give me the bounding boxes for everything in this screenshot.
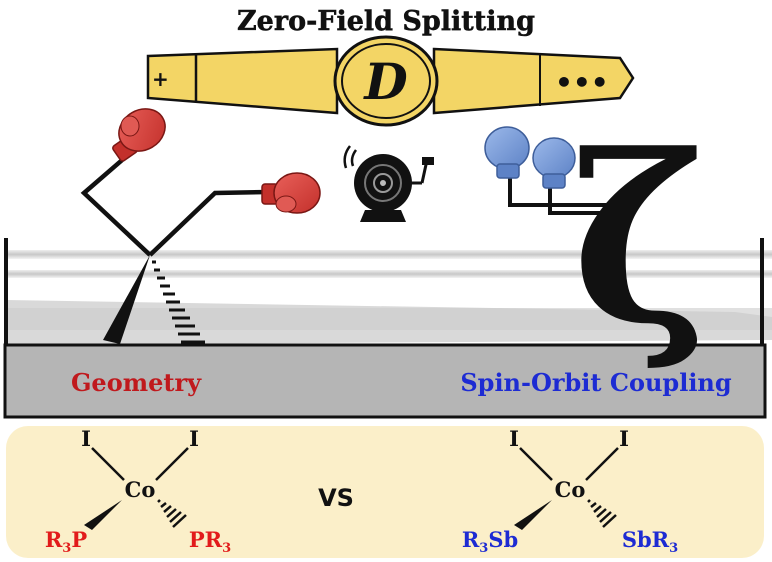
red-glove-punch [261,172,321,214]
right-iodide-2: I [619,426,629,451]
soc-label: Spin-Orbit Coupling [460,368,732,397]
geometry-label: Geometry [71,368,202,397]
complex-panel [6,426,764,558]
title: Zero-Field Splitting [237,6,535,37]
ring-apron [3,343,767,419]
red-glove-upper [112,108,166,162]
left-iodide-1: I [81,426,91,451]
ring-post-right [760,238,764,348]
stibine-complex: I I Co R3Sb SbR3 [462,426,678,556]
belt-d-symbol: D [362,52,407,111]
belt-dots: ••• [555,66,609,99]
belt-plate [333,35,439,127]
ring-post-left [4,238,8,348]
belt-plus: + [152,67,169,91]
vs-label: VS [318,484,354,512]
left-ligand-2: PR3 [189,527,231,556]
right-iodide-1: I [509,426,519,451]
left-cobalt: Co [125,477,156,502]
left-ligand-1: R3P [45,527,88,556]
blue-glove-back [484,126,530,179]
phosphine-complex: I I Co R3P PR3 [45,426,231,556]
right-ligand-2: SbR3 [622,527,678,556]
right-cobalt: Co [555,477,586,502]
left-iodide-2: I [189,426,199,451]
right-ligand-1: R3Sb [462,527,518,556]
blue-glove-front [532,137,576,189]
bell-icon [343,145,434,222]
zeta-symbol: ζ [572,105,708,375]
soc-fighter: ζ [484,105,708,375]
championship-belt: D + ••• [146,35,635,127]
geometry-fighter [80,108,321,344]
